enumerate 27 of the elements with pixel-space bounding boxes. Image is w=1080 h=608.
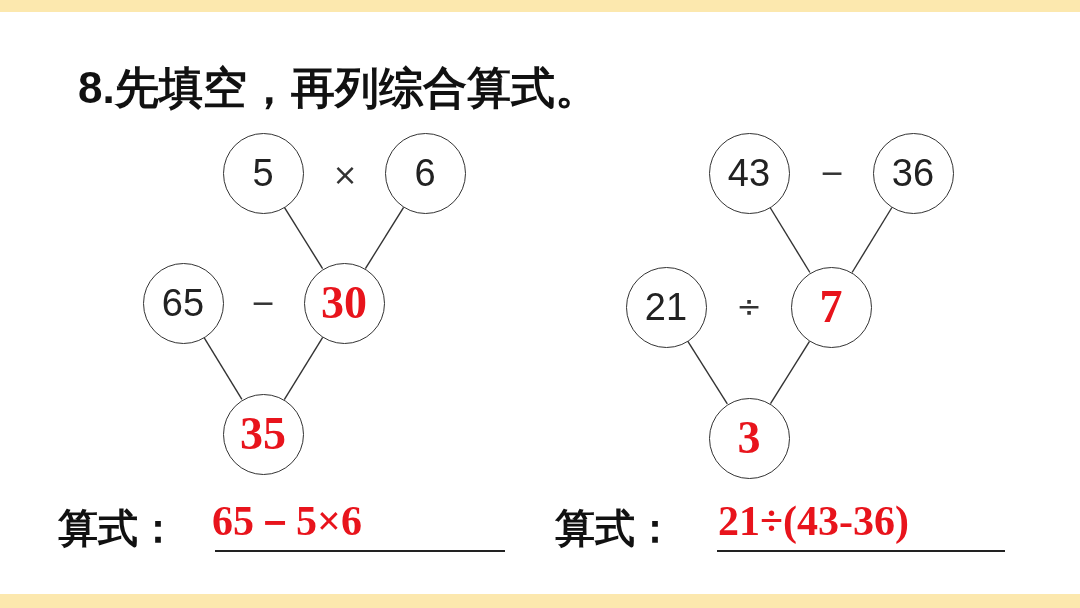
answer-circle: 30 bbox=[303, 262, 385, 344]
connector-line bbox=[769, 206, 811, 274]
answer-circle: 3 bbox=[708, 397, 790, 479]
answer-text: 21÷(43-36) bbox=[718, 500, 909, 542]
connector-line bbox=[687, 340, 728, 405]
number-circle: 6 bbox=[384, 132, 466, 214]
operator-sign: − bbox=[819, 158, 845, 188]
connector-line bbox=[283, 336, 324, 401]
answer-circle: 35 bbox=[222, 393, 304, 475]
number-circle: 65 bbox=[142, 262, 224, 344]
number-circle: 36 bbox=[872, 132, 954, 214]
connector-line bbox=[364, 206, 405, 270]
formula-label: 算式： bbox=[555, 508, 675, 548]
connector-line bbox=[203, 336, 243, 401]
number-circle: 5 bbox=[222, 132, 304, 214]
heading: 8.先填空，再列综合算式。 bbox=[78, 66, 599, 110]
connector-line bbox=[283, 206, 324, 270]
number-circle: 43 bbox=[708, 132, 790, 214]
operator-sign: ÷ bbox=[736, 292, 762, 322]
connector-line bbox=[851, 206, 893, 274]
connector-line bbox=[769, 340, 811, 405]
answer-circle: 7 bbox=[790, 266, 872, 348]
number-circle: 21 bbox=[625, 266, 707, 348]
operator-sign: − bbox=[250, 288, 276, 318]
formula-label: 算式： bbox=[58, 508, 178, 548]
operator-sign: × bbox=[332, 160, 358, 190]
answer-text: 65－5×6 bbox=[212, 500, 362, 542]
